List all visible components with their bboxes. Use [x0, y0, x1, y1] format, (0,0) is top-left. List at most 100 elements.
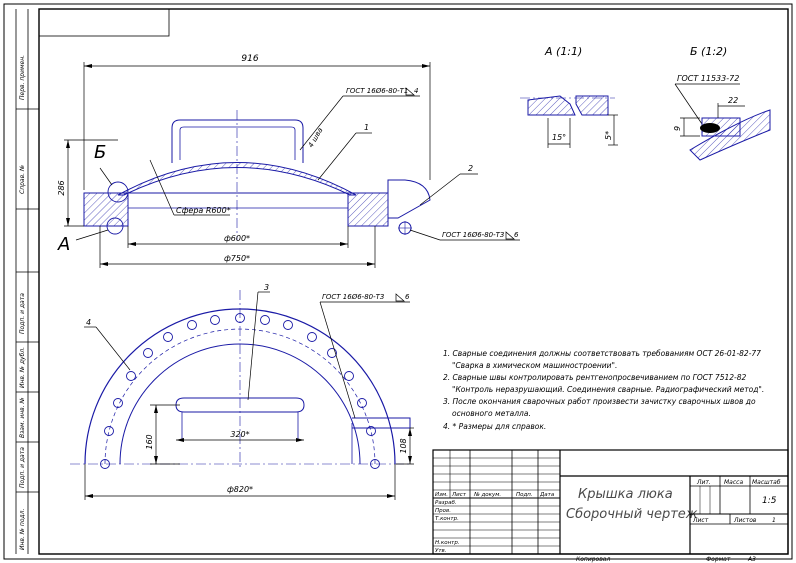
bolt-hole [104, 426, 114, 436]
tb-mass: Масса [724, 479, 743, 486]
tb-lit: Лит. [696, 479, 711, 486]
tb-scale-value: 1:5 [762, 496, 777, 506]
dim-320: 320* [230, 430, 249, 439]
weld-top-label: ГОСТ 16Ø6-80-Т1 [346, 87, 408, 95]
outer-frame [3, 3, 793, 560]
tb-title-line1: Крышка люка [578, 487, 673, 502]
weld-plan-leg: 6 [405, 293, 410, 301]
bolt-hole [187, 320, 197, 330]
detail-a-title: А (1:1) [544, 45, 582, 58]
spherical-dome [117, 162, 357, 196]
bolt-hole [327, 348, 337, 358]
handle-plan [175, 397, 305, 413]
detail-b-standard: ГОСТ 11533-72 [677, 74, 739, 83]
tb-format-value: А3 [747, 556, 756, 563]
tb-row-prov: Пров. [435, 508, 451, 514]
note-line: 2. Сварные швы контролировать рентгенопр… [443, 373, 746, 382]
bolt-hole [163, 332, 173, 342]
bolt-hole [260, 315, 270, 325]
detail-b-title: Б (1:2) [690, 45, 727, 58]
position-3: 3 [264, 283, 269, 292]
tb-row-razrab: Разраб. [435, 500, 457, 506]
detail-b-dim-9: 9 [673, 126, 682, 131]
tb-col-list: Лист [451, 492, 467, 498]
tb-col-doc: № докум. [473, 492, 501, 498]
tb-sheets: Листов [733, 517, 757, 524]
bolt-hole [370, 459, 380, 469]
tb-format: Формат [706, 556, 731, 563]
callout-label-b: Б [94, 142, 106, 163]
inner-frame [38, 8, 789, 555]
tb-sheet: Лист [692, 517, 709, 524]
weld-right-label: ГОСТ 16Ø6-80-Т3 [442, 231, 504, 239]
stamp-orig-inv: Инв. № подл. [19, 509, 26, 550]
tb-scale: Масштаб [752, 479, 781, 486]
dim-750: ф750* [224, 254, 250, 263]
note-line: основного металла. [452, 409, 531, 418]
bolt-hole [283, 320, 293, 330]
detail-a-gap: 5* [604, 131, 613, 140]
bolt-hole [100, 459, 110, 469]
callout-circle-a [106, 217, 124, 235]
detail-a: А (1:1) 15° 5* [520, 45, 618, 148]
note-line: "Контроль неразрушающий. Соединения свар… [452, 385, 764, 394]
tb-copied: Копировал [576, 556, 610, 563]
position-1: 1 [364, 123, 369, 132]
weld-right-leg: 6 [514, 231, 519, 239]
detail-b-dim-22: 22 [728, 96, 738, 105]
callout-label-a: А [57, 234, 70, 255]
weld-plan-label: ГОСТ 16Ø6-80-Т3 [322, 293, 384, 301]
tb-col-izm: Изм. [435, 492, 448, 498]
note-line: 3. После окончания сварочных работ произ… [443, 397, 756, 406]
bolt-hole [235, 313, 245, 323]
tb-row-utv: Утв. [435, 548, 447, 554]
top-view: Б А 916 286 Сфера R600* ф600* ф750* ГОСТ… [57, 54, 520, 268]
stamp-replace-inv: Взам. инв. № [19, 397, 26, 438]
stamp-dup-inv: Инв. № дубл. [19, 347, 26, 388]
technical-notes: 1. Сварные соединения должны соответство… [443, 349, 764, 431]
note-line: "Сварка в химическом машиностроении". [452, 361, 617, 370]
tb-col-sign: Подп. [516, 492, 533, 498]
bolt-hole [344, 371, 354, 381]
position-2: 2 [468, 164, 473, 173]
bolt-hole [210, 315, 220, 325]
tb-row-tkontr: Т.контр. [435, 516, 459, 522]
tb-title-line2: Сборочный чертеж [566, 507, 698, 522]
dim-600: ф600* [224, 234, 250, 243]
bolt-holes [100, 313, 380, 469]
bolt-hole [307, 332, 317, 342]
detail-b: Б (1:2) ГОСТ 11533-72 22 9 [673, 45, 771, 161]
dim-sphere-r600: Сфера R600* [176, 206, 231, 215]
dim-916: 916 [241, 54, 258, 64]
callout-circle-b [107, 181, 129, 203]
position-4: 4 [86, 318, 91, 327]
bolt-hole [113, 398, 123, 408]
detail-b-weld [700, 123, 720, 133]
stamp-sign-date-2: Подп. и дата [19, 447, 26, 488]
flange-right-section [347, 192, 389, 227]
weld-top-leg: 4 [414, 87, 418, 95]
tb-sheets-value: 1 [772, 517, 776, 524]
detail-a-angle: 15° [552, 133, 566, 142]
dim-160: 160 [145, 434, 154, 449]
bolt-hole [366, 426, 376, 436]
bolt-hole [126, 371, 136, 381]
plan-view: 3 4 ГОСТ 16Ø6-80-Т3 6 160 320* 108 ф820* [70, 283, 414, 500]
dim-820: ф820* [227, 485, 253, 494]
title-block: Изм. Лист № докум. Подп. Дата Разраб. Пр… [432, 449, 789, 563]
stamp-ref-no: Справ. № [19, 165, 26, 194]
tb-row-nkontr: Н.контр. [435, 540, 460, 546]
stamp-sign-date-1: Подп. и дата [19, 293, 26, 334]
bolt-hole [143, 348, 153, 358]
dim-286: 286 [57, 180, 66, 195]
hinge-lug [387, 179, 431, 219]
note-line: 1. Сварные соединения должны соответство… [443, 349, 761, 358]
stamp-first-use: Перв. примен. [19, 55, 26, 100]
tb-col-date: Дата [539, 492, 555, 498]
hinge-plate [352, 417, 411, 429]
handle-top [171, 119, 304, 163]
side-stamp: Перв. примен. Справ. № Подп. и дата Инв.… [15, 9, 39, 554]
dim-108: 108 [399, 438, 408, 453]
top-corner-box [38, 8, 170, 37]
